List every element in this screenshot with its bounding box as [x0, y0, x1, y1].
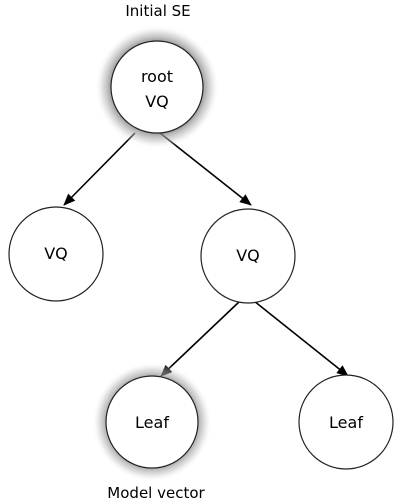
edge-right-leaf-left [160, 300, 241, 377]
left-vq-circle [8, 206, 104, 302]
root-node-label-line2: VQ [145, 92, 169, 111]
caption-model-vector: Model vector [107, 484, 205, 500]
leaf-right-node: Leaf [298, 374, 394, 470]
root-node-label-line1: root [141, 67, 173, 86]
edge-right-leaf-right [253, 300, 349, 377]
leaf-left-circle [105, 375, 199, 469]
leaf-right-label: Leaf [329, 413, 363, 432]
right-vq-circle [200, 208, 296, 304]
left-vq-label: VQ [44, 244, 68, 263]
leaf-left-node: Leaf [92, 362, 212, 482]
caption-initial-se: Initial SE [125, 2, 190, 20]
right-vq-node: VQ [200, 208, 296, 304]
leaf-right-circle [298, 374, 394, 470]
left-vq-node: VQ [8, 206, 104, 302]
leaf-left-label: Leaf [135, 413, 169, 432]
root-node: root VQ [95, 25, 219, 149]
edge-root-left [63, 132, 136, 206]
root-node-circle [110, 40, 204, 134]
right-vq-label: VQ [236, 246, 260, 265]
